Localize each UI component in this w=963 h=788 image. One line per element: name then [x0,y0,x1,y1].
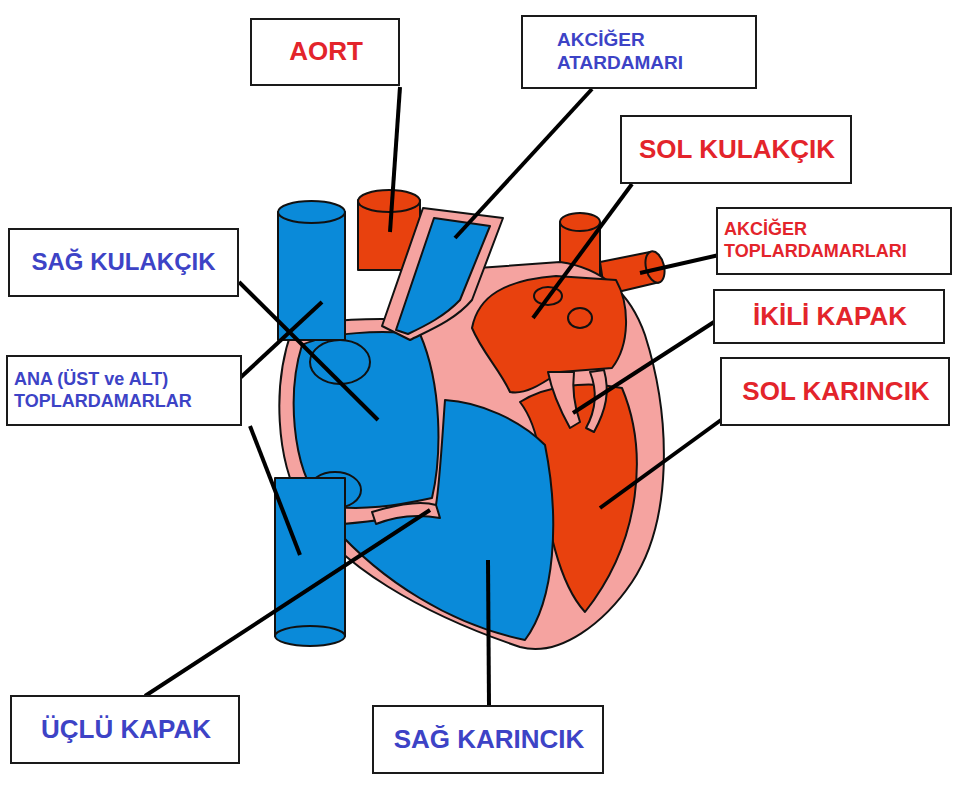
part-name: SAĞ KARINCIK [394,724,585,755]
vena-cava-label: ANA (ÜST ve ALT) TOPLARDAMARLAR [6,355,242,426]
left-ventricle-label: SOL KARINCIK [720,357,950,426]
part-name: SOL KARINCIK [742,376,929,407]
pulmonary-artery-label: AKCİĞER ATARDAMARI [521,15,757,89]
part-name: ÜÇLÜ KAPAK [41,714,211,745]
part-name: İKİLİ KAPAK [753,301,907,332]
right-atrium-label: SAĞ KULAKÇIK [8,228,239,297]
left-atrium-label: SOL KULAKÇIK [620,115,852,184]
part-name: AKCİĞER TOPLARDAMARLARI [724,219,940,262]
pulmonary-veins-label: AKCİĞER TOPLARDAMARLARI [716,207,952,275]
part-name: ANA (ÜST ve ALT) TOPLARDAMARLAR [14,369,230,412]
aorta-label: AORT [250,18,400,86]
mitral-valve-label: İKİLİ KAPAK [713,289,945,344]
right-ventricle-label: SAĞ KARINCIK [372,705,604,774]
part-name: SAĞ KULAKÇIK [32,248,216,277]
part-name: AKCİĞER ATARDAMARI [557,29,745,75]
part-name: AORT [289,36,363,67]
part-name: SOL KULAKÇIK [639,134,835,165]
tricuspid-valve-label: ÜÇLÜ KAPAK [10,695,240,764]
